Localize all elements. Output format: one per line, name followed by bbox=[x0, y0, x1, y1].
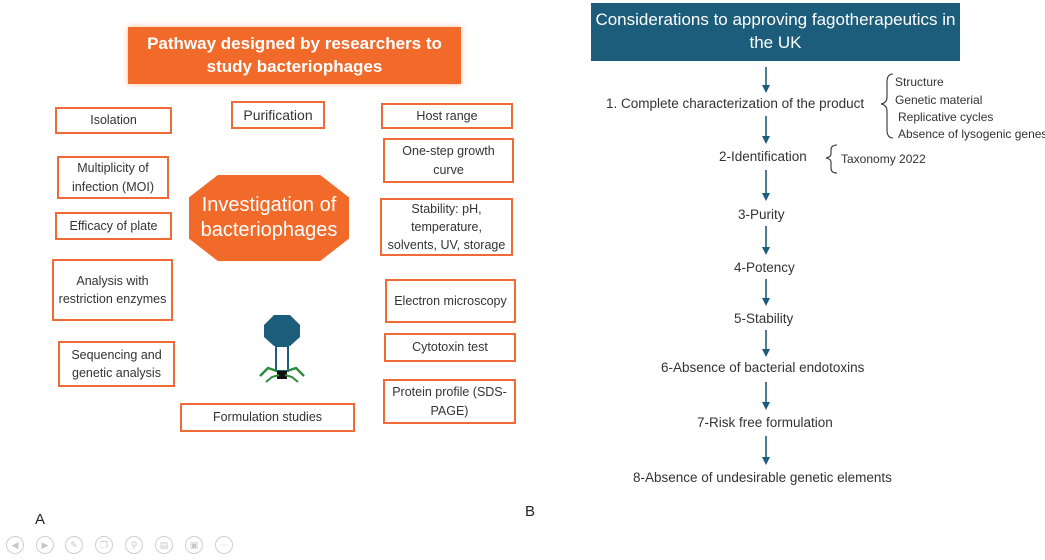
box-moi: Multiplicity of infection (MOI) bbox=[57, 156, 169, 199]
step-identification: 2-Identification bbox=[719, 149, 807, 164]
step-genetic-elements: 8-Absence of undesirable genetic element… bbox=[633, 470, 892, 485]
box-purification: Purification bbox=[231, 101, 325, 129]
camera-off-icon[interactable]: ▣ bbox=[185, 536, 203, 554]
copy-icon[interactable]: ❐ bbox=[95, 536, 113, 554]
next-icon[interactable]: ▶ bbox=[36, 536, 54, 554]
previous-icon[interactable]: ◀ bbox=[6, 536, 24, 554]
box-electron-microscopy: Electron microscopy bbox=[385, 279, 516, 323]
char-item-genetic-material: Genetic material bbox=[895, 93, 983, 107]
box-efficacy-of-plate: Efficacy of plate bbox=[55, 212, 172, 240]
zoom-icon[interactable]: ⚲ bbox=[125, 536, 143, 554]
box-protein-profile: Protein profile (SDS-PAGE) bbox=[383, 379, 516, 424]
step-risk-free-formulation: 7-Risk free formulation bbox=[697, 415, 833, 430]
panel-a-title: Pathway designed by researchers to study… bbox=[128, 27, 461, 84]
pen-icon[interactable]: ✎ bbox=[65, 536, 83, 554]
step-potency: 4-Potency bbox=[734, 260, 795, 275]
step-characterization: 1. Complete characterization of the prod… bbox=[606, 96, 865, 111]
ident-item-taxonomy: Taxonomy 2022 bbox=[841, 152, 926, 166]
panel-b-title: Considerations to approving fagotherapeu… bbox=[591, 3, 960, 61]
step-purity: 3-Purity bbox=[738, 207, 785, 222]
box-cytotoxin-test: Cytotoxin test bbox=[384, 333, 516, 362]
more-icon[interactable]: ⋯ bbox=[215, 536, 233, 554]
box-restriction-enzymes: Analysis with restriction enzymes bbox=[52, 259, 173, 321]
box-one-step-growth: One-step growth curve bbox=[383, 138, 514, 183]
panel-b-label: B bbox=[525, 503, 536, 520]
box-stability: Stability: pH, temperature, solvents, UV… bbox=[380, 198, 513, 256]
char-item-replicative-cycles: Replicative cycles bbox=[898, 110, 994, 124]
box-isolation: Isolation bbox=[55, 107, 172, 134]
box-sequencing: Sequencing and genetic analysis bbox=[58, 341, 175, 387]
step-stability: 5-Stability bbox=[734, 311, 794, 326]
panel-a-label: A bbox=[35, 511, 46, 528]
subtitles-icon[interactable]: ▤ bbox=[155, 536, 173, 554]
center-investigation: Investigation of bacteriophages bbox=[189, 175, 349, 261]
box-host-range: Host range bbox=[381, 103, 513, 129]
char-item-structure: Structure bbox=[895, 75, 944, 89]
box-formulation-studies: Formulation studies bbox=[180, 403, 355, 432]
char-item-lysogenic-genes: Absence of lysogenic genes bbox=[898, 127, 1045, 141]
bacteriophage-icon bbox=[259, 315, 305, 383]
step-endotoxins: 6-Absence of bacterial endotoxins bbox=[661, 360, 865, 375]
